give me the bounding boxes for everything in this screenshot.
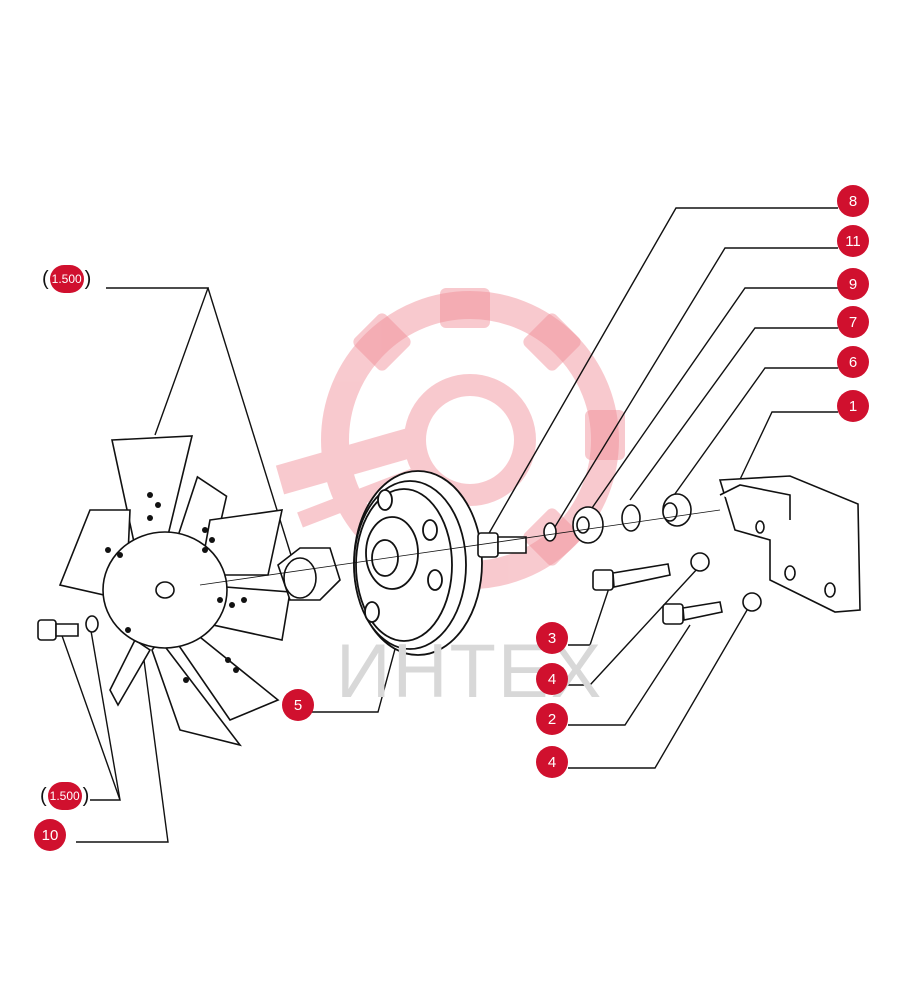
bracket-close: ) [82, 784, 90, 807]
fan-assembly [58, 435, 291, 747]
callout-1[interactable]: 1 [837, 390, 869, 422]
leader-lines [59, 207, 838, 843]
fan-bolt [37, 615, 99, 641]
bracket-open: ( [42, 267, 49, 290]
quantity-bracket[interactable]: ( 1.500 ) [40, 782, 89, 810]
pulley [353, 470, 483, 656]
quantity-value: 1.500 [47, 782, 82, 810]
callout-10[interactable]: 10 [34, 819, 66, 851]
fan-blade [109, 638, 152, 707]
callout-4[interactable]: 4 [536, 746, 568, 778]
spacer-ring [277, 547, 341, 601]
callout-5[interactable]: 5 [282, 689, 314, 721]
bracket-close: ) [84, 267, 92, 290]
fan-hub-center [155, 581, 175, 599]
tensioner-housing [718, 475, 861, 613]
quantity-bracket[interactable]: ( 1.500 ) [42, 265, 91, 293]
callout-6[interactable]: 6 [837, 346, 869, 378]
bracket-bolts [592, 552, 762, 625]
quantity-value: 1.500 [49, 265, 84, 293]
bracket-open: ( [40, 784, 47, 807]
callout-11[interactable]: 11 [837, 225, 869, 257]
shaft-bolt [477, 532, 527, 558]
callout-4[interactable]: 4 [536, 663, 568, 695]
center-axis [199, 509, 721, 586]
callout-3[interactable]: 3 [536, 622, 568, 654]
callout-8[interactable]: 8 [837, 185, 869, 217]
callout-9[interactable]: 9 [837, 268, 869, 300]
callout-7[interactable]: 7 [837, 306, 869, 338]
callout-2[interactable]: 2 [536, 703, 568, 735]
bearing-stack [543, 493, 692, 544]
